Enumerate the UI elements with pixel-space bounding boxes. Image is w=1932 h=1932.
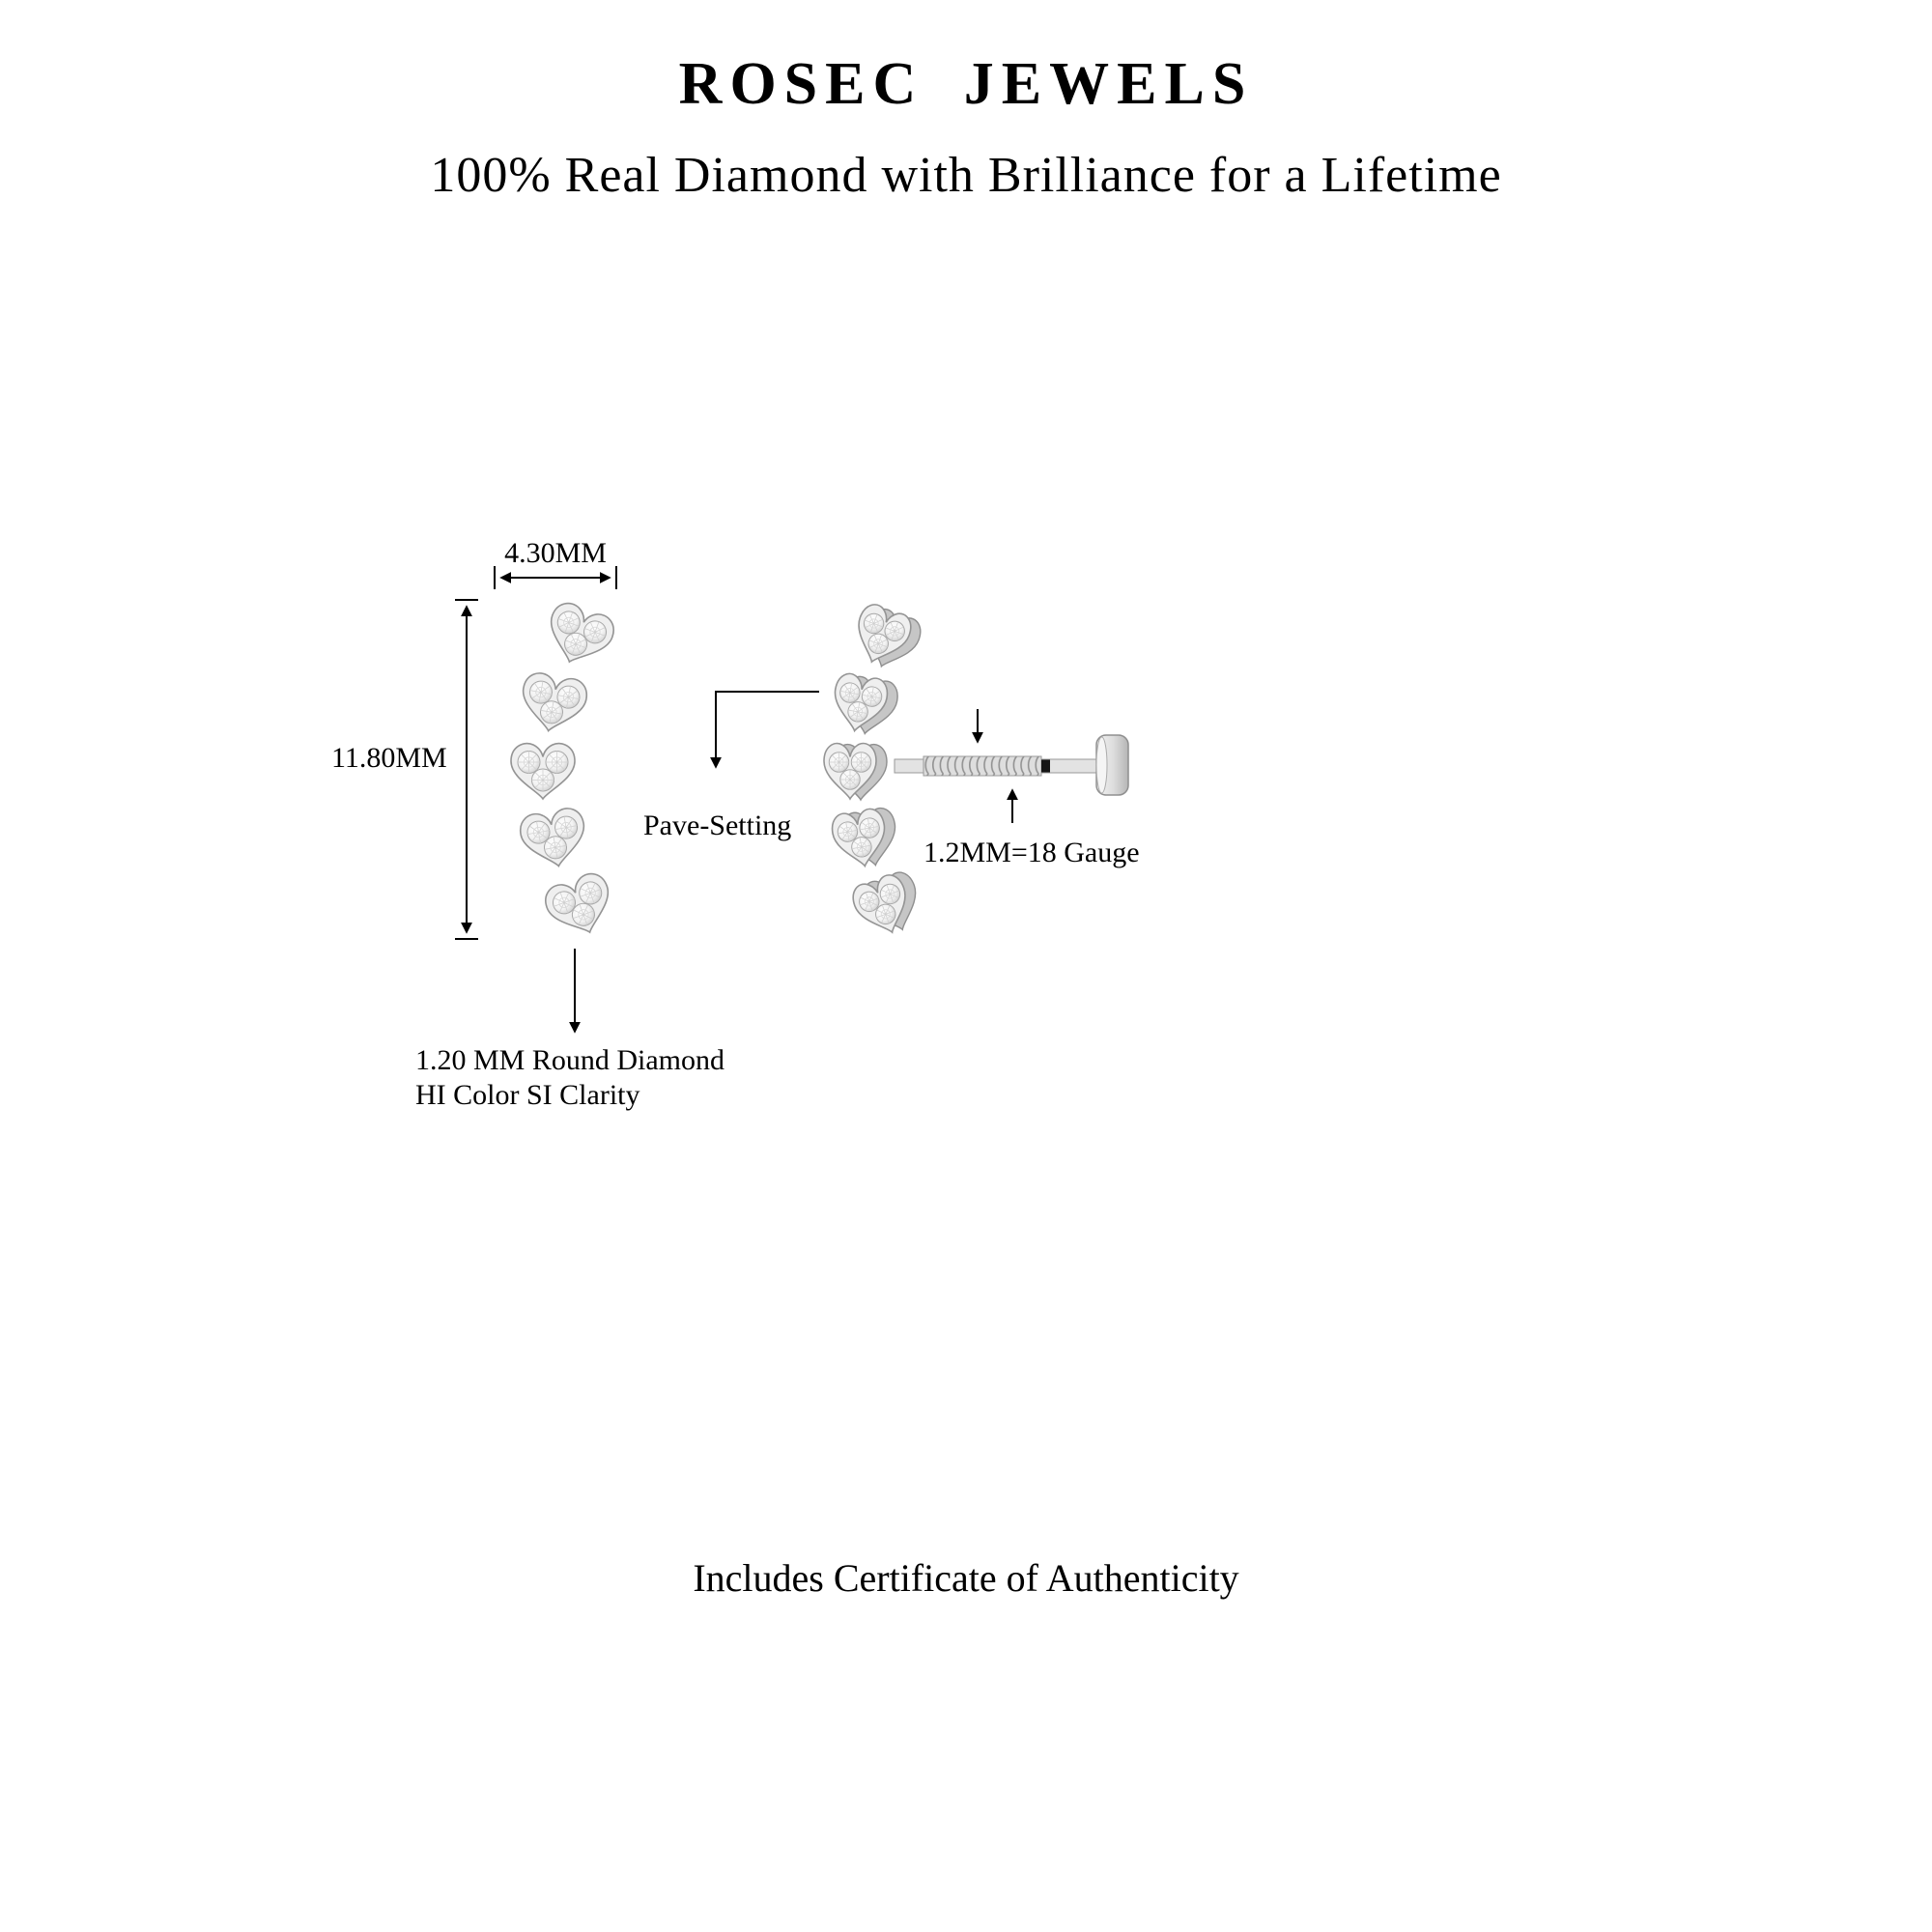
stone-note: 1.20 MM Round Diamond HI Color SI Clarit… [415,1043,821,1113]
pave-setting-leader [710,691,819,769]
stone-note-line1: 1.20 MM Round Diamond [415,1044,725,1076]
height-dimension-label: 11.80MM [331,742,447,774]
gauge-label: 1.2MM=18 Gauge [923,837,1140,868]
brand-tagline: 100% Real Diamond with Brilliance for a … [430,148,1502,203]
width-dimension-label: 4.30MM [504,537,607,569]
certificate-note: Includes Certificate of Authenticity [693,1556,1239,1600]
side-view-earring-drawing [810,593,1129,945]
pave-setting-label: Pave-Setting [643,810,792,841]
brand-title: ROSEC JEWELS [678,51,1254,117]
stone-note-line2: HI Color SI Clarity [415,1079,640,1111]
screw-post [894,734,1129,796]
